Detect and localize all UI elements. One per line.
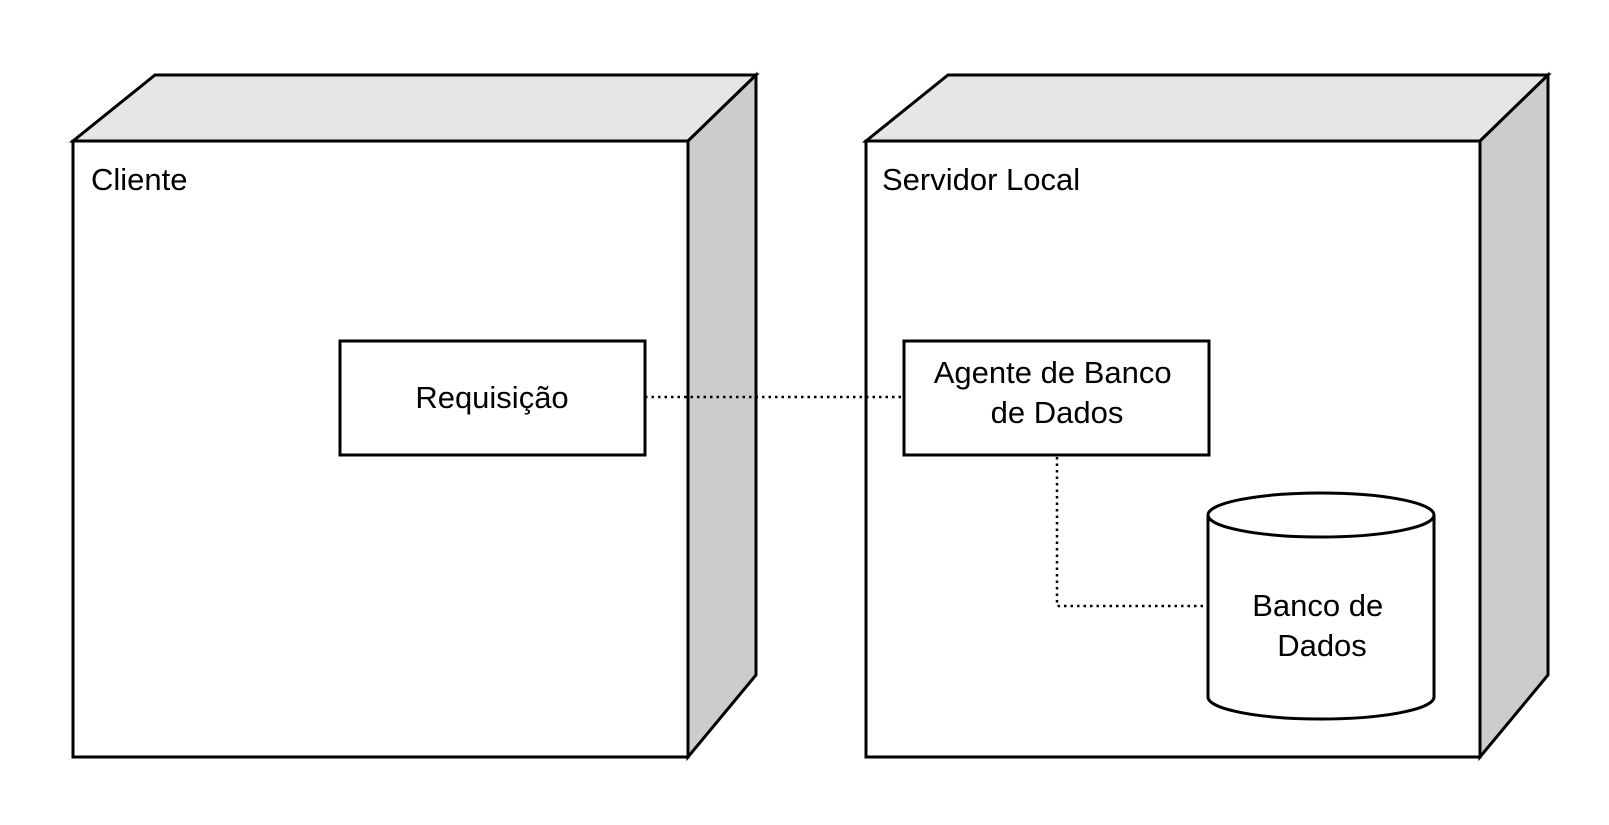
server-node-side (1478, 71, 1550, 762)
server-node[interactable]: Servidor Local (861, 71, 1552, 762)
client-node-label: Cliente (91, 162, 188, 197)
database-cylinder-body (1206, 515, 1436, 721)
db-agent-label-line-1: Agente de Banco (934, 355, 1172, 390)
database-cylinder-top (1206, 491, 1436, 539)
db-agent-component[interactable]: Agente de Banco de Dados (902, 339, 1211, 457)
server-node-label: Servidor Local (882, 162, 1080, 197)
agent-to-database-connector (1055, 457, 1207, 608)
server-node-top (861, 73, 1552, 143)
db-agent-label: Agente de Banco de Dados (934, 355, 1180, 430)
database-component[interactable]: Banco de Dados (1206, 491, 1436, 721)
database-label: Banco de Dados (1252, 588, 1392, 663)
client-node-side (686, 71, 758, 762)
db-agent-label-line-2: de Dados (991, 395, 1124, 430)
database-label-line-2: Dados (1277, 628, 1367, 663)
client-node-top (68, 73, 760, 143)
database-label-line-1: Banco de (1252, 588, 1383, 623)
request-component[interactable]: Requisição (338, 339, 647, 457)
request-box (338, 339, 647, 457)
request-label: Requisição (415, 380, 568, 415)
db-agent-box (902, 339, 1211, 457)
